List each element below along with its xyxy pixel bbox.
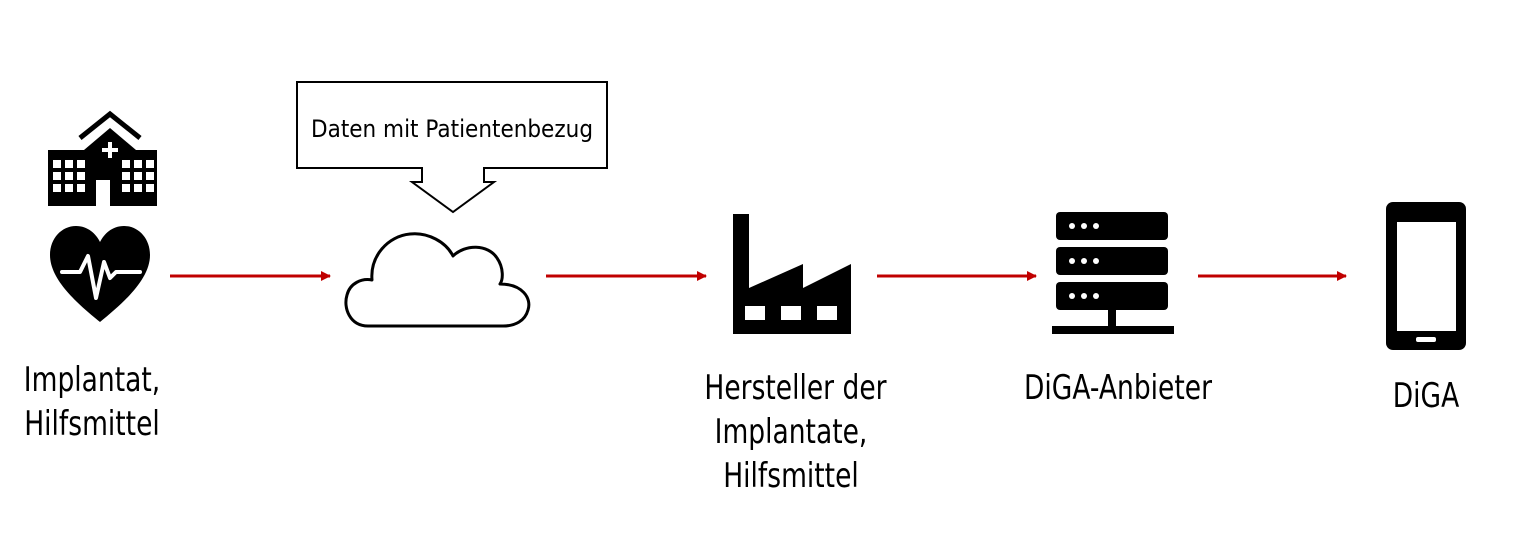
- cloud-icon: [344, 232, 531, 328]
- app-label: DiGA: [1379, 374, 1473, 418]
- manufacturer-label-line-1: Hersteller der: [704, 368, 887, 408]
- manufacturer-label-line-3: Hilfsmittel: [723, 456, 859, 496]
- provider-label: DiGA-Anbieter: [1018, 366, 1218, 410]
- hospital-icon: [48, 110, 157, 206]
- smartphone-icon: [1386, 202, 1466, 350]
- callout-text: Daten mit Patientenbezug: [311, 115, 593, 143]
- heart-pulse-icon: [50, 226, 150, 322]
- app-label-line-1: DiGA: [1392, 376, 1460, 416]
- provider-label-line-1: DiGA-Anbieter: [1024, 368, 1212, 408]
- source-label-line-1: Implantat,: [23, 360, 161, 400]
- server-icon: [1052, 212, 1174, 334]
- factory-icon: [733, 214, 851, 334]
- source-label-line-2: Hilfsmittel: [24, 404, 160, 444]
- manufacturer-label-line-2: Implantate,: [714, 412, 868, 452]
- manufacturer-label: Hersteller der Implantate, Hilfsmittel: [704, 366, 887, 498]
- source-label: Implantat, Hilfsmittel: [22, 358, 162, 446]
- callout-box: Daten mit Patientenbezug: [296, 81, 608, 214]
